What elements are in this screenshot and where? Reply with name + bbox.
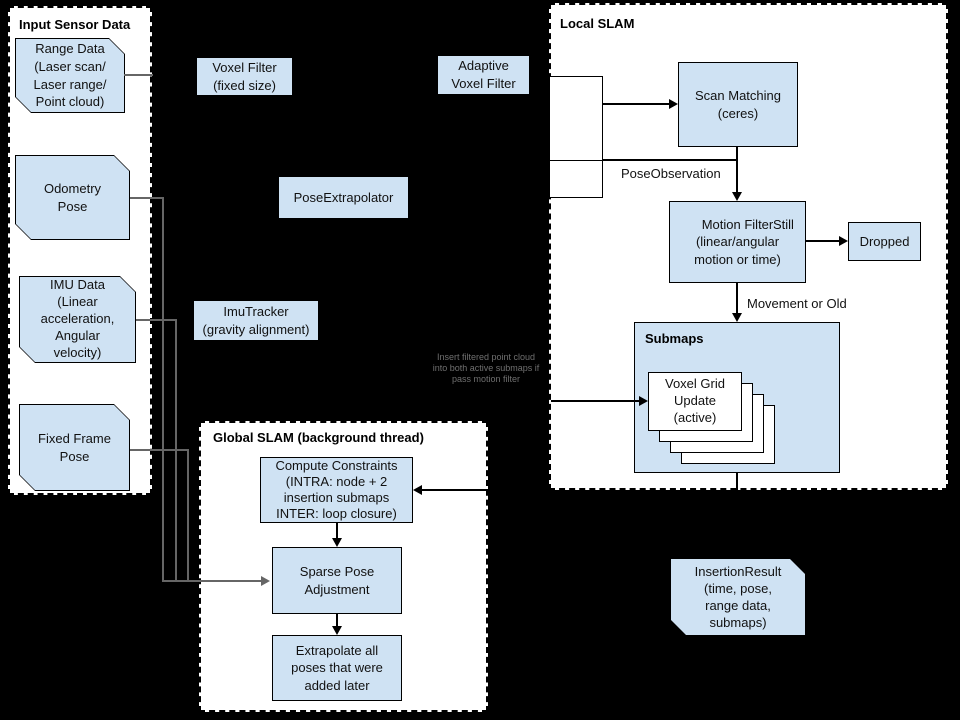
edge-motion-filter-to-dropped-line <box>806 240 840 242</box>
voxel-filter-node: Voxel Filter (fixed size) <box>196 57 293 96</box>
extrapolate-poses-node: Extrapolate all poses that were added la… <box>272 635 402 701</box>
fixed-frame-pose-text: Fixed Frame Pose <box>20 405 129 490</box>
buffer-box-bottom <box>549 160 603 198</box>
movement-or-old-label: Movement or Old <box>747 296 847 311</box>
pose-observation-label: PoseObservation <box>621 166 721 181</box>
edge-cc-to-spa-line <box>336 523 338 539</box>
edge-pose-observation-line <box>603 159 738 161</box>
submaps-label: Submaps <box>645 331 704 346</box>
edge-spa-to-extrapolate-line <box>336 614 338 627</box>
odometry-pose-node: Odometry Pose <box>15 155 130 240</box>
local-slam-label: Local SLAM <box>560 16 635 31</box>
edge-range-data-line <box>124 74 153 76</box>
sparse-pose-adjustment-node: Sparse Pose Adjustment <box>272 547 402 614</box>
edge-scan-matching-to-motion-filter-arrowhead <box>732 192 742 201</box>
dropped-node: Dropped <box>848 222 921 261</box>
imu-tracker-node: ImuTracker (gravity alignment) <box>193 300 319 341</box>
compute-constraints-node: Compute Constraints (INTRA: node + 2 ins… <box>260 457 413 523</box>
insert-filtered-note: Insert filtered point cloud into both ac… <box>432 352 540 384</box>
edge-scan-matching-to-motion-filter-line <box>736 147 738 193</box>
edge-cc-to-spa-arrowhead <box>332 538 342 547</box>
odometry-pose-text: Odometry Pose <box>16 156 129 239</box>
edge-motion-filter-to-dropped-arrowhead <box>839 236 848 246</box>
motion-filter-node: Motion Filter (linear/angular motion or … <box>669 201 806 283</box>
edge-fixed-frame-line-v <box>187 449 189 582</box>
input-sensor-data-label: Input Sensor Data <box>19 17 131 32</box>
edge-buffer-to-scan-matching-arrowhead <box>669 99 678 109</box>
edge-to-voxel-grid-update-line <box>551 400 639 402</box>
scan-matching-node: Scan Matching (ceres) <box>678 62 798 147</box>
insertion-result-node: InsertionResult (time, pose, range data,… <box>670 558 806 636</box>
fixed-frame-pose-node: Fixed Frame Pose <box>19 404 130 491</box>
voxel-grid-update-node: Voxel Grid Update (active) <box>648 372 742 431</box>
edge-spa-to-extrapolate-arrowhead <box>332 626 342 635</box>
imu-data-node: IMU Data (Linear acceleration, Angular v… <box>19 276 136 363</box>
edge-to-sparse-pose-arrowhead <box>261 576 270 586</box>
buffer-box-top <box>549 76 603 161</box>
pose-extrapolator-node: PoseExtrapolator <box>278 176 409 219</box>
edge-odometry-line-v <box>162 197 164 582</box>
edge-buffer-to-scan-matching-line <box>603 103 670 105</box>
edge-imu-line-h <box>136 319 177 321</box>
edge-to-compute-constraints-arrowhead <box>413 485 422 495</box>
still-label: Still <box>773 217 794 232</box>
global-slam-label: Global SLAM (background thread) <box>213 430 424 445</box>
edge-to-voxel-grid-update-arrowhead <box>639 396 648 406</box>
adaptive-voxel-filter-node: Adaptive Voxel Filter <box>437 55 530 95</box>
range-data-node: Range Data (Laser scan/ Laser range/ Poi… <box>15 38 125 113</box>
range-data-text: Range Data (Laser scan/ Laser range/ Poi… <box>16 39 124 112</box>
edge-motion-filter-to-submaps-line <box>736 283 738 314</box>
edge-odometry-line-h <box>130 197 164 199</box>
edge-to-sparse-pose-line <box>162 580 262 582</box>
insertion-result-text: InsertionResult (time, pose, range data,… <box>671 559 805 635</box>
edge-motion-filter-to-submaps-arrowhead <box>732 313 742 322</box>
edge-fixed-frame-line-h <box>130 449 189 451</box>
edge-to-compute-constraints-line <box>421 489 490 491</box>
edge-submaps-output-line <box>736 473 738 490</box>
imu-data-text: IMU Data (Linear acceleration, Angular v… <box>20 277 135 362</box>
